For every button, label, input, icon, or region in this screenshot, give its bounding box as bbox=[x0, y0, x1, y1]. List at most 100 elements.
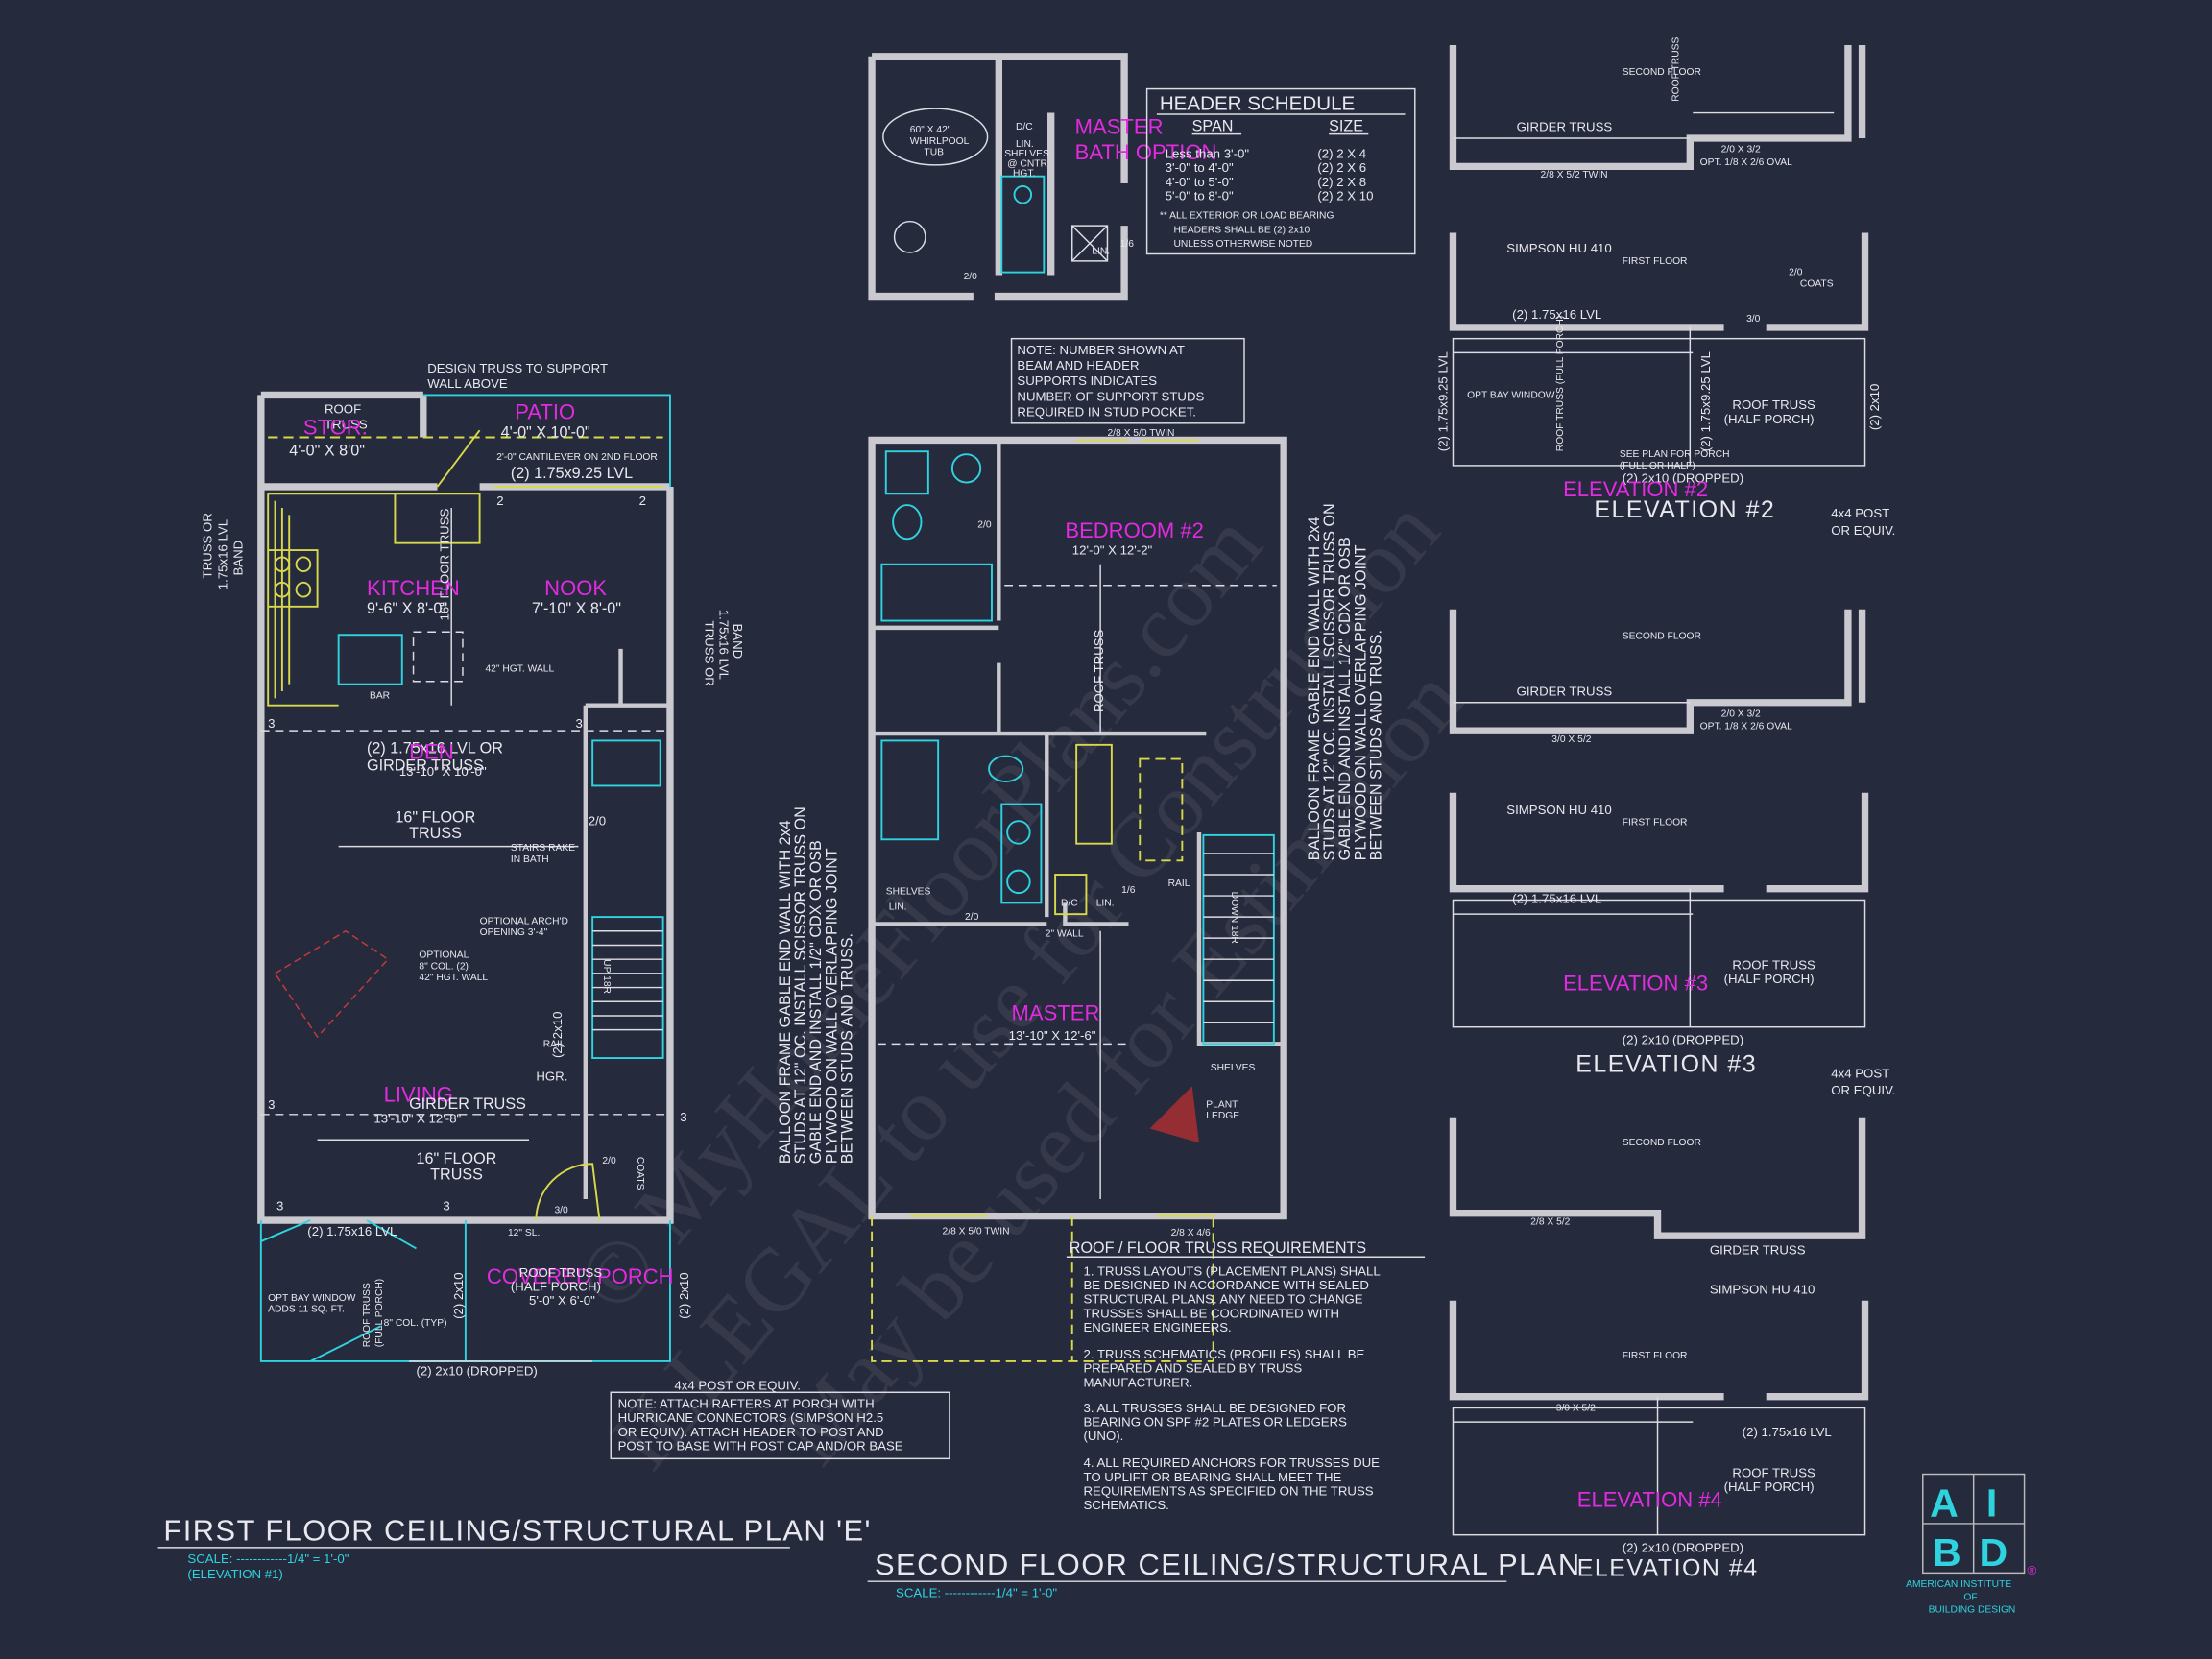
label: D/C bbox=[1061, 898, 1078, 908]
room-dimension: 7'-10" X 8'-0" bbox=[532, 600, 621, 617]
stud-count: 3 bbox=[268, 716, 275, 731]
door-label: 2/0 bbox=[589, 814, 606, 829]
note-text: TRUSS OR bbox=[200, 513, 214, 578]
elevation-label: (ELEVATION #1) bbox=[187, 1567, 282, 1581]
logo-letter: D bbox=[1980, 1530, 2008, 1575]
stud-count: 3 bbox=[276, 1199, 283, 1214]
note-line: MANUFACTURER. bbox=[1083, 1375, 1192, 1389]
note-text: 42" HGT. WALL bbox=[419, 973, 488, 983]
note-text: ADDS 11 SQ. FT. bbox=[268, 1305, 345, 1315]
window-label: 2/8 X 5/0 TWIN bbox=[1107, 428, 1174, 439]
aibd-logo: A I B D ® AMERICAN INSTITUTE OF BUILDING… bbox=[1906, 1473, 2037, 1616]
label: RAIL bbox=[1168, 878, 1190, 889]
note-text: PLYWOOD ON WALL OVERLAPPING JOINT bbox=[1352, 544, 1369, 860]
column-header: SPAN bbox=[1192, 118, 1234, 135]
label: 12" SL. bbox=[508, 1228, 540, 1238]
truss-label: (FULL PORCH) bbox=[374, 1279, 385, 1347]
window-label: 3/0 X 5/2 bbox=[1556, 1403, 1596, 1413]
label: RAIL bbox=[543, 1039, 565, 1049]
truss-label: ROOF TRUSS bbox=[1092, 629, 1106, 712]
note-text: 1.75x16 LVL bbox=[216, 519, 230, 589]
beam-label: (2) 2x10 bbox=[677, 1272, 691, 1319]
door-label: 2/0 bbox=[965, 912, 979, 923]
label: COATS bbox=[635, 1157, 645, 1190]
stud-count: 3 bbox=[680, 1110, 686, 1124]
note-text: OPENING 3'-4" bbox=[480, 927, 548, 938]
door-label: 1/6 bbox=[1121, 885, 1136, 896]
door-label: 1/6 bbox=[1120, 239, 1135, 250]
note-line: (UNO). bbox=[1083, 1429, 1123, 1443]
note-text: HURRICANE CONNECTORS (SIMPSON H2.5 bbox=[618, 1410, 884, 1425]
table-cell: 4'-0" to 5'-0" bbox=[1166, 175, 1234, 189]
plan-title: SECOND FLOOR CEILING/STRUCTURAL PLAN bbox=[875, 1548, 1581, 1581]
truss-label: 16" FLOOR bbox=[395, 809, 475, 827]
note-text: PLYWOOD ON WALL OVERLAPPING JOINT bbox=[823, 848, 840, 1164]
note-line: SCHEMATICS. bbox=[1083, 1498, 1168, 1512]
note-text: REQUIRED IN STUD POCKET. bbox=[1017, 404, 1196, 419]
table-cell: Less than 3'-0" bbox=[1166, 147, 1250, 161]
label: SIMPSON HU 410 bbox=[1506, 803, 1611, 817]
label: PLANT bbox=[1206, 1099, 1238, 1110]
elevation-title: ELEVATION #4 bbox=[1577, 1554, 1759, 1581]
first-floor-plan bbox=[257, 391, 674, 1362]
label: SHELVES bbox=[1004, 149, 1049, 159]
note-line: REQUIREMENTS AS SPECIFIED ON THE TRUSS bbox=[1083, 1484, 1373, 1499]
label: HGR. bbox=[536, 1070, 567, 1084]
window-label: 2/8 X 5/2 TWIN bbox=[1541, 170, 1608, 180]
door-label: 2/0 bbox=[964, 272, 978, 282]
beam-label: (2) 1.75x16 LVL OR bbox=[367, 740, 503, 757]
note-text: BAND bbox=[731, 623, 745, 659]
door-label: 2/0 bbox=[977, 520, 992, 531]
elevation-tag: ELEVATION #3 bbox=[1563, 972, 1708, 996]
room-name-living: LIVING bbox=[384, 1083, 453, 1107]
note-text: 8" COL. (TYP) bbox=[384, 1318, 447, 1329]
label: SECOND FLOOR bbox=[1623, 1138, 1701, 1148]
window-label: 2/0 X 3/2 bbox=[1721, 709, 1761, 719]
note-text: STUDS AT 12" OC. INSTALL SCISSOR TRUSS O… bbox=[792, 806, 809, 1164]
room-name-master: MASTER bbox=[1012, 1000, 1100, 1024]
label: LIN. bbox=[1016, 139, 1034, 150]
window-label: 2/8 X 5/2 bbox=[1530, 1216, 1570, 1227]
label: OPT BAY WINDOW bbox=[1467, 390, 1555, 400]
truss-label: TRUSS bbox=[409, 825, 462, 842]
stud-count: 3 bbox=[443, 1199, 449, 1214]
note-line: STRUCTURAL PLANS. ANY NEED TO CHANGE bbox=[1083, 1292, 1362, 1307]
stud-note-box bbox=[1010, 337, 1245, 424]
beam-label: GIRDER TRUSS bbox=[1517, 684, 1613, 698]
beam-label: (2) 2x10 bbox=[550, 1012, 565, 1059]
label: LIN. bbox=[889, 902, 907, 913]
note-text: 2'-0" CANTILEVER ON 2ND FLOOR bbox=[496, 452, 658, 463]
note-text: ** ALL EXTERIOR OR LOAD BEARING bbox=[1160, 211, 1334, 222]
schedule-title: HEADER SCHEDULE bbox=[1160, 93, 1355, 115]
table-cell: 3'-0" to 4'-0" bbox=[1166, 160, 1234, 175]
truss-label: 16" FLOOR bbox=[416, 1150, 496, 1167]
logo-text: AMERICAN INSTITUTE bbox=[1906, 1579, 2011, 1590]
registered-mark: ® bbox=[2028, 1563, 2037, 1577]
logo-text: BUILDING DESIGN bbox=[1929, 1605, 2016, 1616]
beam-label: (2) 2x10 (DROPPED) bbox=[1623, 1540, 1743, 1554]
truss-label: ROOF TRUSS (FULL PORCH) bbox=[1555, 316, 1566, 451]
note-text: OR EQUIV). ATTACH HEADER TO POST AND bbox=[618, 1425, 884, 1439]
note-text: 8" COL. (2) bbox=[419, 961, 469, 972]
beam-label: (2) 1.75x16 LVL bbox=[1743, 1425, 1832, 1439]
label: BAR bbox=[370, 690, 390, 701]
label: ROOF bbox=[325, 402, 361, 417]
note-text: NOTE: NUMBER SHOWN AT bbox=[1017, 343, 1185, 357]
window-label: 2/8 X 4/6 bbox=[1171, 1228, 1211, 1238]
table-cell: (2) 2 X 4 bbox=[1317, 147, 1366, 161]
note-line: TRUSSES SHALL BE COORDINATED WITH bbox=[1083, 1306, 1339, 1320]
stud-count: 3 bbox=[268, 1097, 275, 1112]
room-dimension: 4'-0" X 10'-0" bbox=[501, 424, 590, 442]
door-label: 3/0 bbox=[554, 1206, 568, 1216]
beam-label: (2) 1.75x9.25 LVL bbox=[511, 465, 633, 482]
beam-label: (2) 2x10 (DROPPED) bbox=[416, 1364, 537, 1379]
door-label: 2/0 bbox=[602, 1156, 616, 1166]
beam-label: (2) 1.75x16 LVL bbox=[307, 1224, 397, 1238]
room-dimension: 4'-0" X 8'0" bbox=[289, 443, 365, 460]
porch-note-box bbox=[610, 1391, 950, 1460]
logo-letter: A bbox=[1930, 1481, 1959, 1526]
note-line: 1. TRUSS LAYOUTS (PLACEMENT PLANS) SHALL bbox=[1083, 1263, 1380, 1278]
truss-requirements: ROOF / FLOOR TRUSS REQUIREMENTS 1. TRUSS… bbox=[1066, 1239, 1426, 1512]
gable-note-right: BALLOON FRAME GABLE END WALL WITH 2x4 ST… bbox=[1306, 503, 1385, 860]
